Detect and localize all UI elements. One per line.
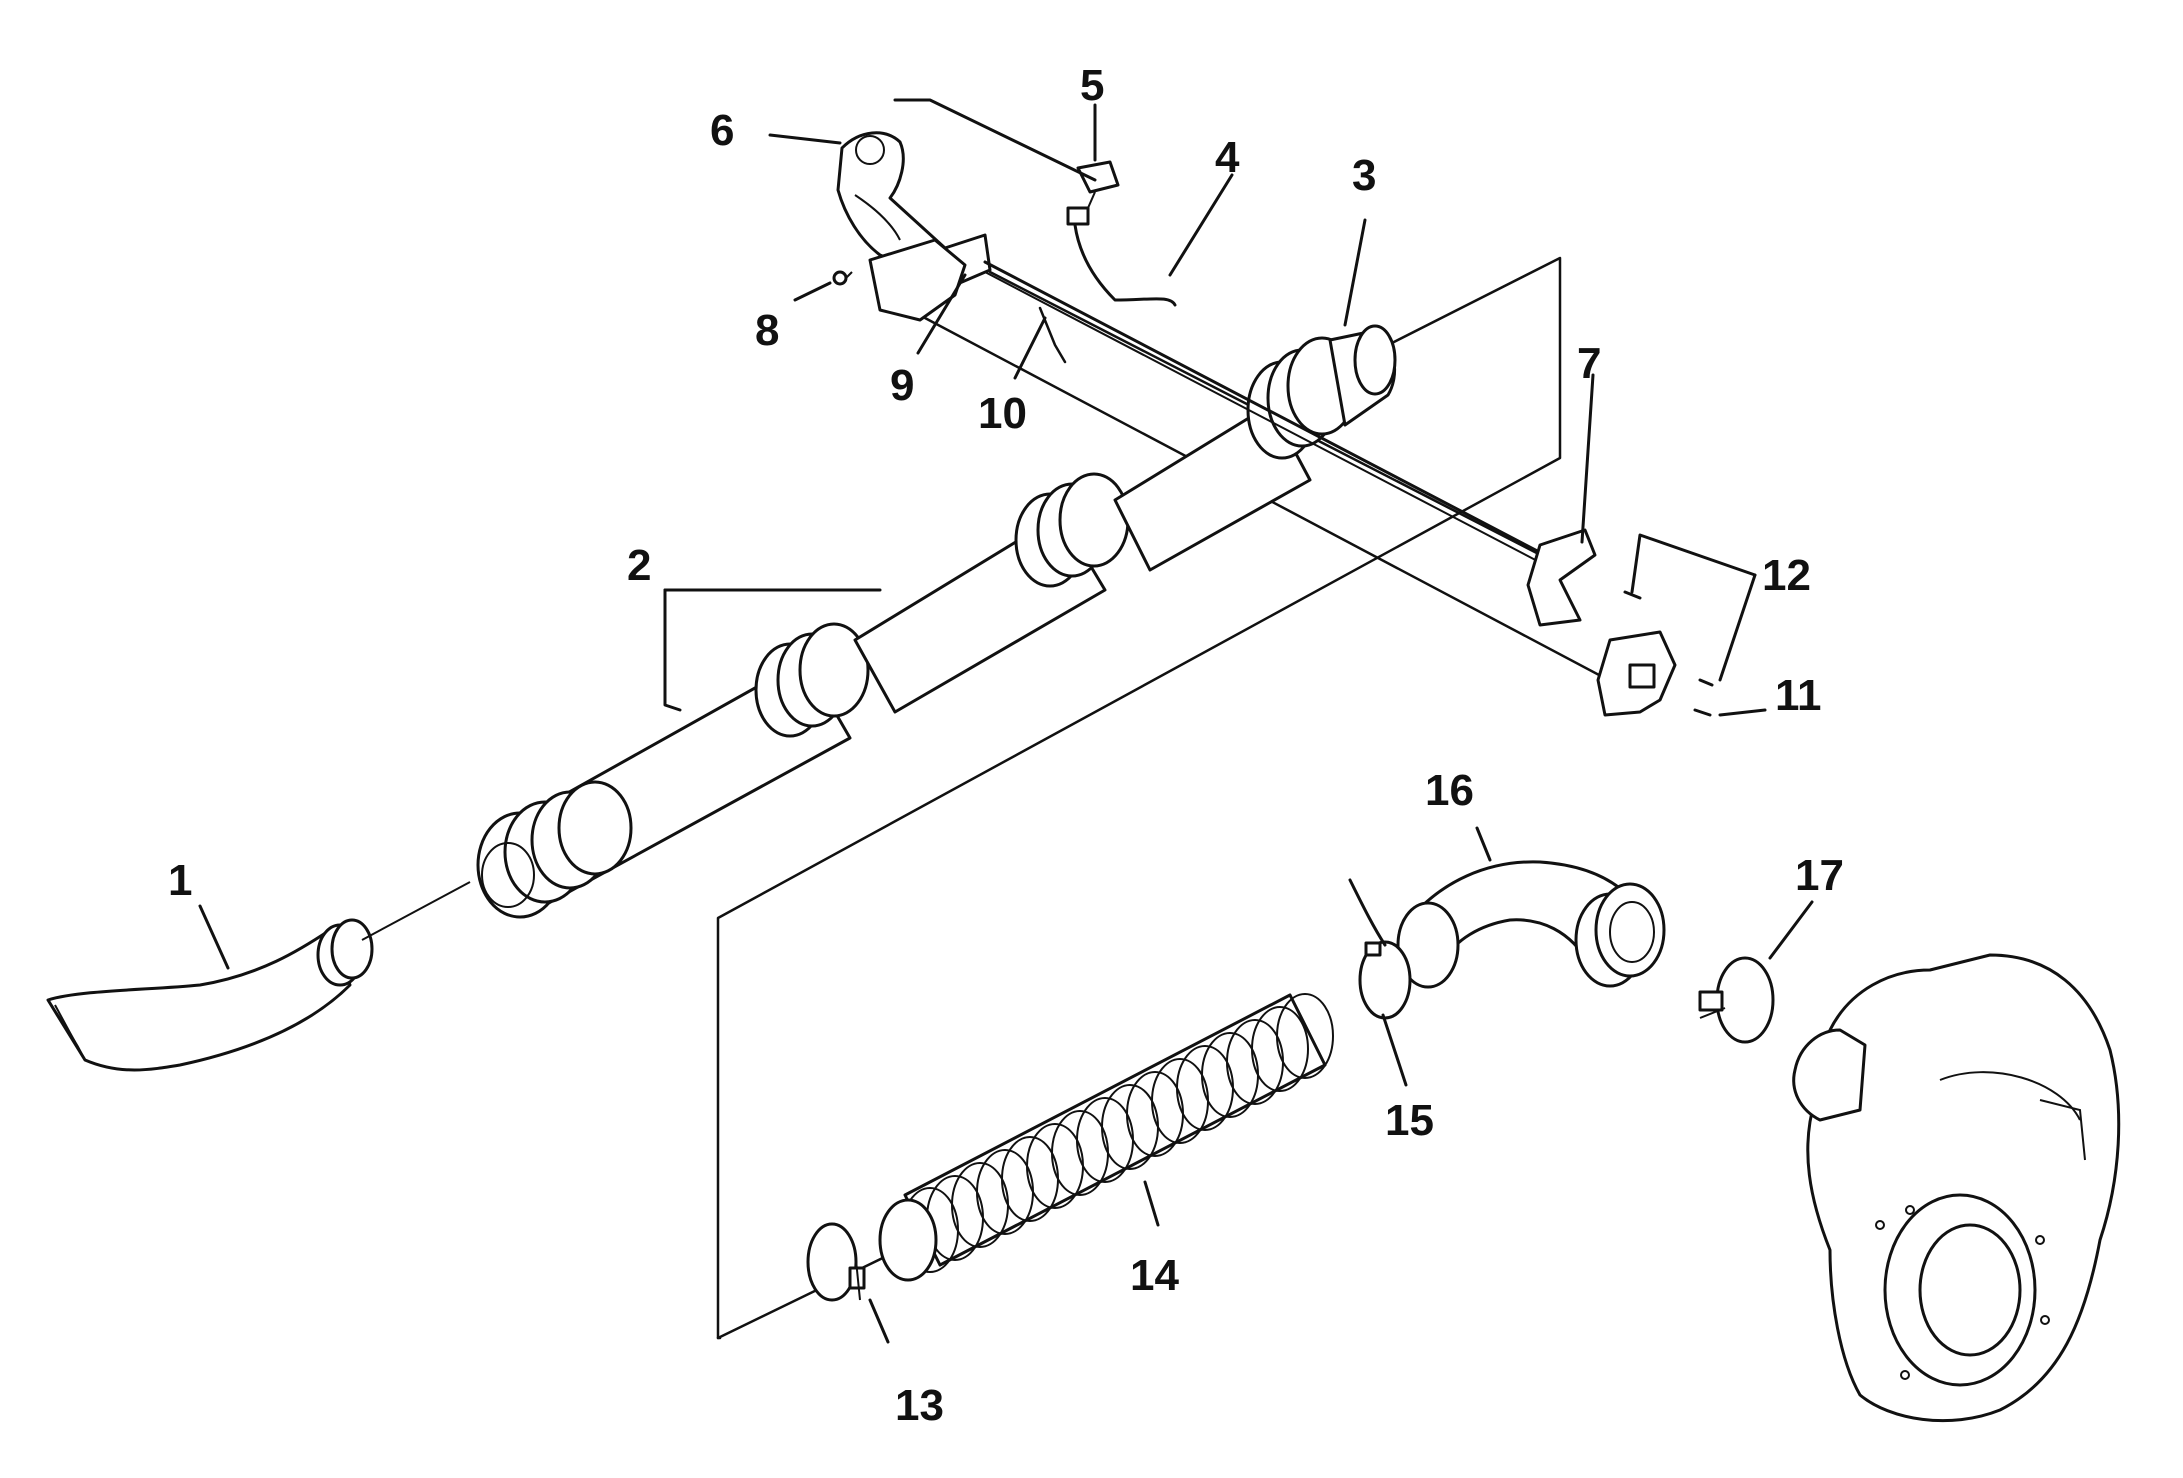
callout-1: 1 xyxy=(168,856,192,905)
part-13-clamp xyxy=(806,1222,866,1302)
part-3-upper-tube xyxy=(1246,324,1397,460)
handle-assembly xyxy=(832,131,1547,566)
callout-labels: 1 2 3 4 5 6 7 8 9 10 11 12 13 14 15 16 1… xyxy=(168,61,1844,1430)
part-2-tube-sections xyxy=(476,403,1312,919)
part-14-flex-hose xyxy=(878,993,1334,1282)
callout-17: 17 xyxy=(1795,851,1844,900)
callout-16: 16 xyxy=(1425,766,1474,815)
part-15-clamp xyxy=(1348,878,1412,1020)
callout-10: 10 xyxy=(978,389,1027,438)
part-1-nozzle xyxy=(46,881,471,1072)
callout-8: 8 xyxy=(755,306,779,355)
right-bracket xyxy=(1526,528,1714,717)
callout-2: 2 xyxy=(627,541,651,590)
leader-lines xyxy=(198,98,1814,1344)
callout-14: 14 xyxy=(1130,1251,1179,1300)
callout-4: 4 xyxy=(1215,133,1240,182)
callout-9: 9 xyxy=(890,361,914,410)
blower-housing xyxy=(1792,953,2121,1423)
callout-6: 6 xyxy=(710,106,734,155)
callout-11: 11 xyxy=(1775,671,1822,720)
callout-3: 3 xyxy=(1352,151,1376,200)
callout-15: 15 xyxy=(1385,1096,1434,1145)
callout-13: 13 xyxy=(895,1381,944,1430)
part-16-elbow xyxy=(1396,860,1666,989)
part-17-clamp xyxy=(1698,956,1775,1044)
callout-12: 12 xyxy=(1762,551,1811,600)
callout-7: 7 xyxy=(1577,339,1601,388)
assembly-guide-lines xyxy=(716,256,1652,1340)
callout-5: 5 xyxy=(1080,61,1104,110)
